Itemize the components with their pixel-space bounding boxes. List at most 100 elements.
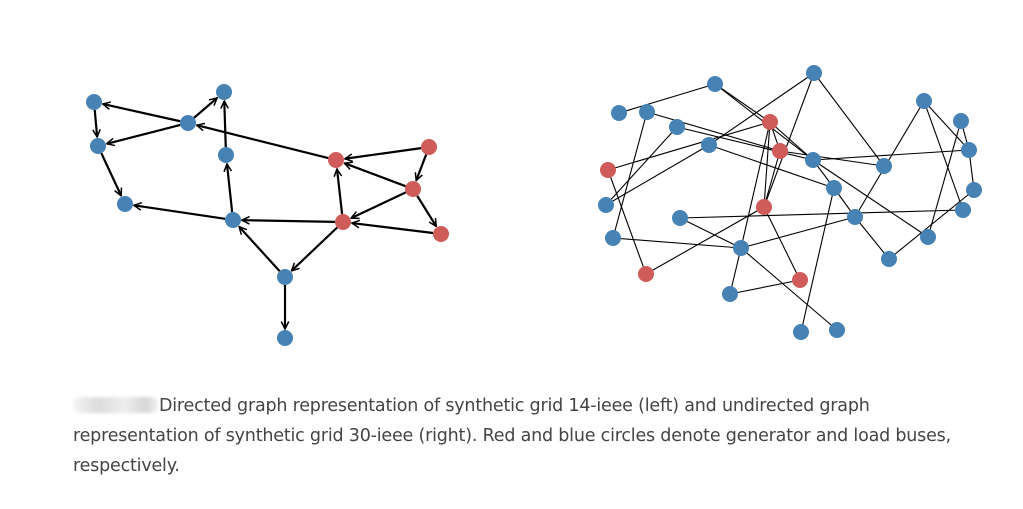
load-bus-node-n29	[793, 324, 809, 340]
figure-caption: Directed graph representation of synthet…	[73, 391, 993, 481]
load-bus-node-n24	[920, 229, 936, 245]
directed-edge-g-f	[134, 205, 226, 220]
load-bus-node-n3	[611, 105, 627, 121]
generator-bus-node-n27	[792, 272, 808, 288]
load-bus-node-c	[180, 115, 196, 131]
generator-bus-node-r5	[433, 226, 449, 242]
undirected-graph-30-ieee	[598, 65, 982, 340]
edge-n18-n26	[645, 206, 765, 275]
load-bus-node-n6	[701, 137, 717, 153]
edge-n27-n28	[729, 279, 801, 295]
edge-n2-n6	[708, 72, 815, 146]
generator-bus-node-r2	[421, 139, 437, 155]
load-bus-node-n5	[669, 119, 685, 135]
load-bus-node-n1	[707, 76, 723, 92]
load-bus-node-d	[90, 138, 106, 154]
directed-edge-r1-c	[197, 125, 329, 160]
edge-n19-n23	[679, 217, 742, 249]
directed-edge-r4-r1	[337, 169, 344, 215]
directed-edge-c-d	[107, 123, 181, 144]
edge-n11-n21	[923, 100, 964, 211]
edge-n14-n7	[607, 121, 771, 171]
directed-edge-g-e	[227, 164, 234, 213]
directed-edge-e-b	[224, 101, 225, 148]
edge-n4-n8	[646, 111, 781, 152]
load-bus-node-n30	[829, 322, 845, 338]
directed-graph-14-ieee	[86, 84, 449, 346]
load-bus-node-n12	[953, 113, 969, 129]
load-bus-node-n22	[605, 230, 621, 246]
edge-n11-n20	[854, 100, 925, 218]
directed-edge-c-a	[103, 104, 181, 123]
load-bus-node-n23	[733, 240, 749, 256]
load-bus-node-n15	[826, 180, 842, 196]
load-bus-node-g	[225, 212, 241, 228]
directed-edge-c-b	[193, 98, 217, 119]
load-bus-node-e	[218, 147, 234, 163]
directed-edge-r2-r1	[345, 147, 422, 159]
generator-bus-node-r1	[328, 152, 344, 168]
edge-n2-n10	[813, 72, 885, 167]
load-bus-node-h	[277, 269, 293, 285]
directed-edge-d-f	[100, 152, 123, 196]
load-bus-node-n20	[847, 209, 863, 225]
load-bus-node-n11	[916, 93, 932, 109]
load-bus-node-i	[277, 330, 293, 346]
edge-n2-n18	[763, 72, 815, 208]
directed-edge-r3-r4	[351, 191, 407, 220]
load-bus-node-n21	[955, 202, 971, 218]
edge-n18-n27	[763, 206, 801, 281]
edge-n5-n9	[676, 126, 814, 161]
directed-edge-r3-r1	[344, 163, 406, 188]
graph-figure	[86, 65, 982, 346]
load-bus-node-n13	[961, 142, 977, 158]
edge-n9-n13	[812, 149, 970, 161]
generator-bus-node-n26	[638, 266, 654, 282]
edge-n7-n23	[740, 121, 771, 249]
redacted-figure-label	[73, 397, 159, 413]
edge-n14-n26	[607, 169, 647, 275]
load-bus-node-n10	[876, 158, 892, 174]
directed-edge-r3-r5	[416, 195, 438, 227]
edge-n9-n24	[812, 159, 929, 238]
directed-edge-a-d	[95, 109, 97, 137]
load-bus-node-a	[86, 94, 102, 110]
generator-bus-node-n14	[600, 162, 616, 178]
load-bus-node-n17	[598, 197, 614, 213]
directed-edge-r4-g	[242, 220, 336, 222]
load-bus-node-n19	[672, 210, 688, 226]
edge-n19-n21	[679, 209, 964, 219]
load-bus-node-n9	[805, 152, 821, 168]
edge-n5-n17	[605, 126, 678, 206]
generator-bus-node-n8	[772, 143, 788, 159]
edge-n11-n13	[923, 100, 970, 151]
load-bus-node-n4	[639, 104, 655, 120]
load-bus-node-f	[117, 196, 133, 212]
load-bus-node-b	[216, 84, 232, 100]
edge-n3-n1	[618, 83, 716, 114]
edge-n6-n17	[605, 144, 710, 206]
edge-n16-n25	[888, 189, 975, 260]
caption-text: Directed graph representation of synthet…	[73, 396, 951, 476]
edge-n7-n9	[769, 121, 814, 161]
edge-n6-n15	[708, 144, 835, 189]
load-bus-node-n16	[966, 182, 982, 198]
edge-n15-n29	[800, 187, 835, 333]
load-bus-node-n2	[806, 65, 822, 81]
generator-bus-node-n7	[762, 114, 778, 130]
edge-n22-n23	[612, 237, 742, 249]
directed-edge-r2-r3	[416, 154, 428, 180]
edge-n23-n30	[740, 247, 838, 331]
load-bus-node-n28	[722, 286, 738, 302]
edge-n1-n7	[714, 83, 771, 123]
edge-n23-n20	[740, 216, 856, 249]
load-bus-node-n25	[881, 251, 897, 267]
edge-n20-n25	[854, 216, 890, 260]
edge-n7-n18	[763, 121, 771, 208]
directed-edge-h-g	[239, 227, 281, 272]
edge-n8-n18	[763, 150, 781, 208]
directed-edge-r4-h	[292, 226, 338, 271]
directed-edge-r5-r4	[352, 223, 434, 235]
generator-bus-node-n18	[756, 199, 772, 215]
generator-bus-node-r3	[405, 181, 421, 197]
